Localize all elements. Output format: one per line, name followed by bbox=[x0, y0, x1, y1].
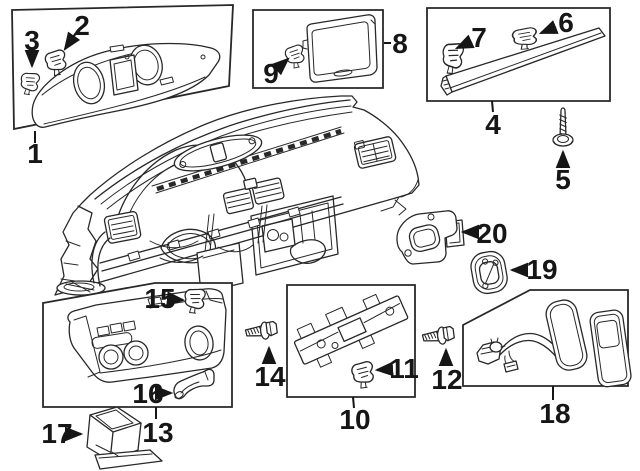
dash-left-structure bbox=[56, 205, 111, 296]
callout-3-label: 3 bbox=[24, 25, 40, 56]
arrow-11 bbox=[374, 361, 394, 377]
arrow-15 bbox=[166, 291, 186, 306]
harness-cover-right bbox=[589, 309, 632, 388]
part-17-storage-tray bbox=[86, 406, 163, 470]
arrow-9 bbox=[271, 57, 290, 76]
dash-right-vent bbox=[353, 136, 397, 169]
callout-13-label: 13 bbox=[142, 417, 173, 448]
callout-15-label: 15 bbox=[144, 283, 175, 314]
part-13-lower-trim-panel bbox=[67, 288, 227, 383]
part-8-display-bezel bbox=[302, 14, 378, 83]
part-12-bolt bbox=[421, 325, 456, 347]
arrow-7 bbox=[454, 34, 475, 50]
part-14-bolt bbox=[244, 320, 279, 342]
part-1-cluster-bezel bbox=[31, 42, 221, 128]
group-cover-plates: 20 19 bbox=[396, 210, 558, 295]
group-storage-tray: 17 bbox=[41, 406, 163, 470]
callout-8-label: 8 bbox=[392, 28, 408, 59]
callout-14-label: 14 bbox=[254, 361, 286, 392]
dash-center-speaker-opening bbox=[173, 134, 263, 172]
arrow-6 bbox=[538, 20, 559, 35]
callout-10-label: 10 bbox=[339, 404, 370, 435]
dash-left-vent bbox=[103, 211, 142, 244]
dash-center-vents bbox=[222, 177, 285, 215]
callout-9-label: 9 bbox=[263, 58, 279, 89]
callout-11-label: 11 bbox=[389, 353, 419, 384]
group-mounting-bracket: 11 10 bbox=[286, 284, 419, 435]
dash-lower-framework bbox=[99, 196, 344, 294]
callout-6-label: 6 bbox=[558, 7, 574, 38]
group-wiring-harness: 18 bbox=[462, 289, 632, 429]
callout-2-label: 2 bbox=[74, 10, 90, 41]
part-4-trim-strip bbox=[440, 27, 606, 96]
callout-1-label: 1 bbox=[27, 138, 43, 169]
part-19-cover-plate bbox=[470, 250, 508, 295]
callout-16-label: 16 bbox=[132, 378, 163, 409]
part-20-cover-plate bbox=[396, 210, 465, 265]
group-bolt-14: 14 bbox=[244, 320, 286, 392]
callout-12-label: 12 bbox=[431, 364, 462, 395]
group-cluster-bezel: 2 3 1 bbox=[11, 4, 234, 169]
part-10-mounting-bracket bbox=[293, 293, 409, 368]
callout-19-label: 19 bbox=[526, 254, 557, 285]
callout-5-label: 5 bbox=[555, 164, 571, 195]
group-screw-5: 5 bbox=[552, 107, 574, 195]
callout-17-label: 17 bbox=[41, 418, 72, 449]
leader-10 bbox=[352, 396, 355, 409]
dashboard-assembly-drawing bbox=[54, 95, 420, 296]
part-16-support-bracket bbox=[173, 368, 215, 400]
arrow-2 bbox=[63, 31, 81, 51]
leader-4 bbox=[491, 100, 494, 113]
group-lower-trim-panel: 15 16 13 bbox=[42, 282, 233, 448]
harness-cover-left bbox=[545, 299, 588, 371]
group-trim-strip: 7 6 4 bbox=[426, 7, 611, 140]
callout-20-label: 20 bbox=[476, 218, 507, 249]
part-5-screw bbox=[552, 107, 574, 147]
callout-4-label: 4 bbox=[485, 109, 501, 140]
group-bolt-12: 12 bbox=[421, 325, 463, 395]
callout-7-label: 7 bbox=[471, 22, 487, 53]
group-display-bezel: 9 8 bbox=[252, 9, 408, 89]
callout-18-label: 18 bbox=[539, 398, 570, 429]
part-18-wiring-harness bbox=[476, 299, 632, 388]
